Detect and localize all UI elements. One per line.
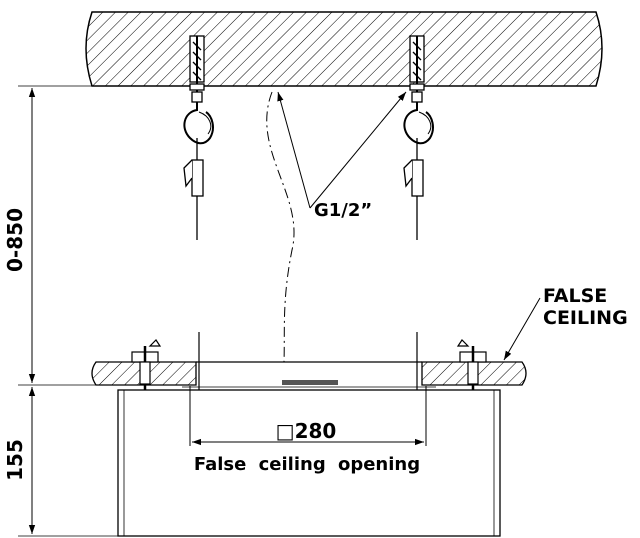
false-ceiling	[91, 361, 527, 386]
false-ceiling-label-1: FALSE	[543, 285, 607, 307]
opening-caption: False ceiling opening	[194, 454, 420, 475]
rod-ends	[198, 332, 418, 390]
concrete-slab	[85, 11, 603, 87]
flexible-pipe	[266, 91, 295, 363]
opening-size-label: □280	[276, 419, 337, 443]
false-ceiling-label-2: CEILING	[543, 307, 628, 329]
right-hanger	[403, 35, 434, 240]
ceiling-leader	[503, 297, 541, 361]
diffuser-unit	[117, 386, 501, 537]
extension-lines	[18, 85, 118, 537]
opening-dimension	[189, 386, 427, 446]
pipe-leader	[277, 91, 407, 209]
suspension-range-label: 0-850	[3, 208, 27, 272]
left-hanger	[183, 35, 214, 240]
unit-height-label: 155	[3, 439, 27, 481]
pipe-label: G1/2”	[314, 200, 372, 221]
mounting-clips	[131, 339, 487, 392]
